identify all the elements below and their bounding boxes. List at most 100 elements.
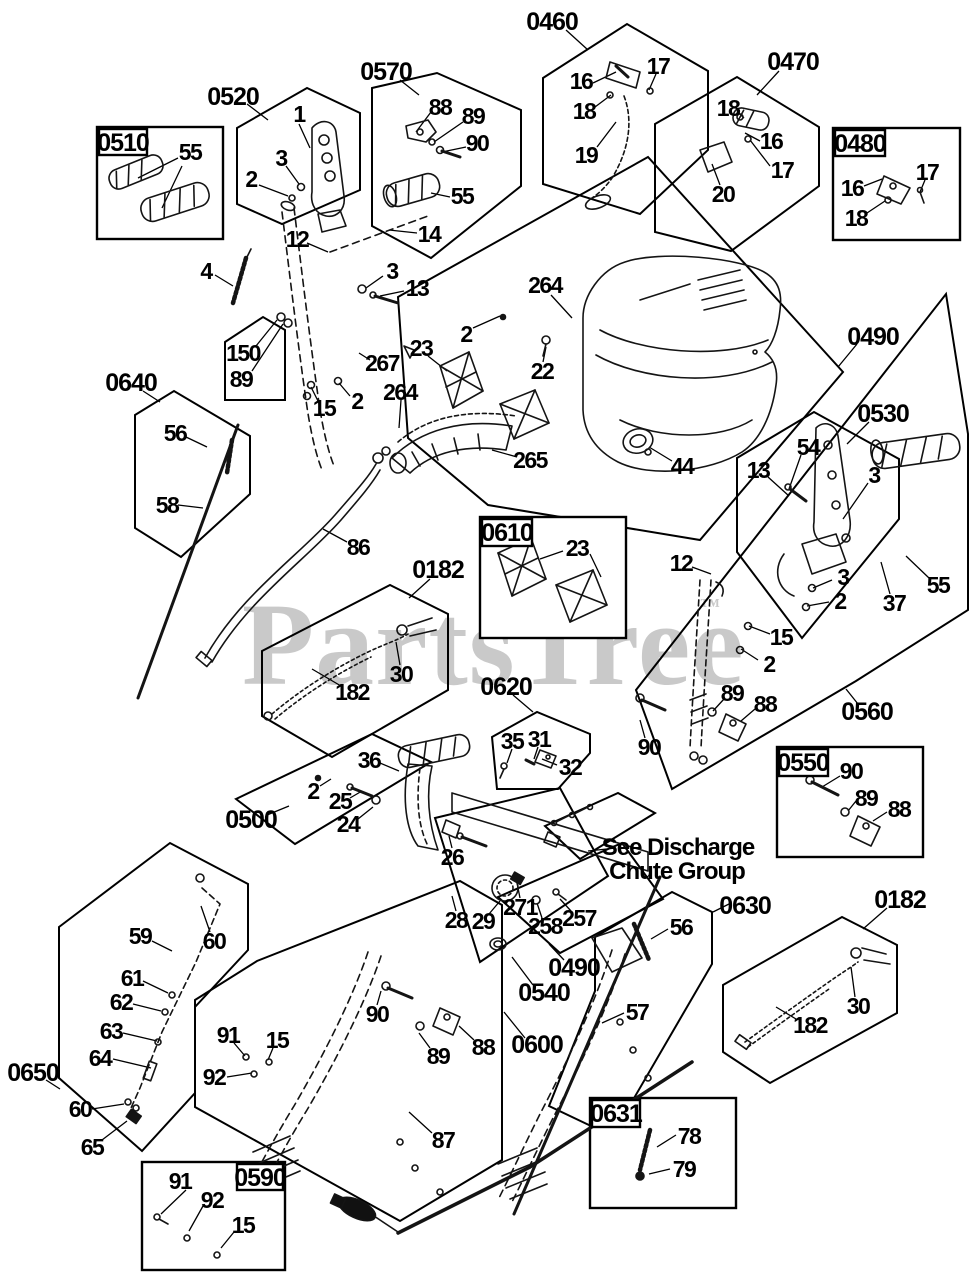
nut-3-mid xyxy=(357,284,367,294)
group-0640-outline xyxy=(134,389,251,559)
dash-panel-264 xyxy=(389,412,517,474)
panel-hardware-0600 xyxy=(242,981,652,1196)
callout-265-34: 265 xyxy=(513,447,549,473)
clip-267 xyxy=(403,345,415,359)
callout-89-63: 89 xyxy=(855,785,878,811)
callout-88-60: 88 xyxy=(754,691,778,717)
spring-78-79 xyxy=(635,1127,653,1181)
callout-55-11: 55 xyxy=(451,183,475,209)
callout-2-46: 2 xyxy=(763,651,775,677)
screw-22 xyxy=(541,335,551,357)
callout-257-70: 257 xyxy=(562,905,597,931)
callout-29-67: 29 xyxy=(472,908,495,934)
callout-30-88: 30 xyxy=(847,993,870,1019)
callout-64-83: 64 xyxy=(89,1045,113,1071)
callout-18-17: 18 xyxy=(717,95,741,121)
callout-16-18: 16 xyxy=(760,128,783,154)
callout-44-35: 44 xyxy=(671,453,695,479)
callout-60-79: 60 xyxy=(203,928,226,954)
hardware-0560b xyxy=(635,693,747,742)
linkage-0470 xyxy=(699,107,770,173)
group-label-0631-5: 0631 xyxy=(590,1100,643,1128)
group-0182b-outline xyxy=(722,915,898,1085)
group-0530-outline xyxy=(736,410,900,640)
group-label-box-0510-0 xyxy=(97,127,149,157)
callout-15-76: 15 xyxy=(266,1027,290,1053)
panel-0610b xyxy=(555,569,608,623)
callout-55-47: 55 xyxy=(927,572,951,598)
callout-15-33: 15 xyxy=(313,395,337,421)
callout-25-57: 25 xyxy=(329,788,353,814)
callout-90-10: 90 xyxy=(466,130,489,156)
group-label-0500-16: 0500 xyxy=(225,806,277,834)
discharge-mount xyxy=(441,792,649,973)
group-label-box-0631-5 xyxy=(590,1098,642,1129)
group-label-0490-18: 0490 xyxy=(548,954,600,982)
chute-crank-0650 xyxy=(124,873,221,1125)
callout-19-16: 19 xyxy=(575,142,598,168)
group-0570-outline xyxy=(371,71,522,260)
callout-90-62: 90 xyxy=(840,758,863,784)
callout-3-6: 3 xyxy=(386,258,398,284)
group-outlines xyxy=(58,22,969,1272)
callout-92-93: 92 xyxy=(201,1187,224,1213)
group-label-0460-8: 0460 xyxy=(526,8,578,36)
cable-86 xyxy=(195,446,391,668)
callout-61-80: 61 xyxy=(121,965,145,991)
callout-91-75: 91 xyxy=(217,1022,241,1048)
callout-23-51: 23 xyxy=(566,535,589,561)
callout-13-7: 13 xyxy=(406,275,429,301)
parts-0620 xyxy=(499,749,557,779)
callout-15-94: 15 xyxy=(232,1212,256,1238)
nut-15-mid2 xyxy=(302,391,312,401)
group-label-box-0610-3 xyxy=(480,517,534,548)
shift-lever-part xyxy=(288,120,347,233)
group-0470-outline xyxy=(654,75,820,253)
hardware-0590 xyxy=(153,1213,221,1259)
callout-20-20: 20 xyxy=(712,181,735,207)
callout-58-40: 58 xyxy=(156,492,180,518)
group-label-box-0480-1 xyxy=(833,128,887,158)
spark-plug-cable xyxy=(329,1060,694,1235)
callout-79-91: 79 xyxy=(673,1156,696,1182)
group-label-0480-1: 0480 xyxy=(834,130,886,158)
panel-23b xyxy=(499,389,550,440)
callout-37-48: 37 xyxy=(883,590,906,616)
group-0520-outline xyxy=(236,86,361,226)
trigger-grip-parts xyxy=(382,119,462,208)
callout-59-78: 59 xyxy=(129,923,152,949)
group-label-0530-12: 0530 xyxy=(857,400,909,428)
handle-tubes-0600 xyxy=(251,949,626,1205)
callout-62-81: 62 xyxy=(110,989,133,1015)
callout-4-5: 4 xyxy=(200,258,213,284)
callout-267-30: 267 xyxy=(365,350,400,376)
callout-24-58: 24 xyxy=(337,811,361,837)
group-label-0650-21: 0650 xyxy=(7,1059,59,1087)
callout-88-73: 88 xyxy=(472,1034,496,1060)
group-label-0640-11: 0640 xyxy=(105,369,157,397)
group-label-0520-6: 0520 xyxy=(207,83,259,111)
callout-3-43: 3 xyxy=(837,564,849,590)
callout-31-53: 31 xyxy=(528,726,552,752)
callout-2-32: 2 xyxy=(351,388,363,414)
callout-17-22: 17 xyxy=(916,159,939,185)
callout-35-52: 35 xyxy=(501,728,525,754)
callout-264-31: 264 xyxy=(383,379,419,405)
nut-2-mid xyxy=(333,376,343,386)
callout-182-50: 182 xyxy=(335,679,370,705)
group-label-0560-13: 0560 xyxy=(841,698,893,726)
group-150-outline xyxy=(224,315,286,401)
callout-150-28: 150 xyxy=(226,340,261,366)
callout-182-89: 182 xyxy=(793,1012,828,1038)
callout-15-45: 15 xyxy=(770,624,794,650)
callout-16-21: 16 xyxy=(841,175,864,201)
group-0540-outline xyxy=(433,786,610,964)
callout-54-36: 54 xyxy=(797,434,821,460)
group-label-0600-22: 0600 xyxy=(511,1031,563,1059)
nut-89a xyxy=(283,318,293,328)
callout-86-41: 86 xyxy=(347,534,370,560)
rod-58 xyxy=(136,423,240,700)
callout-89-59: 89 xyxy=(721,680,744,706)
group-label-0570-7: 0570 xyxy=(360,58,412,86)
